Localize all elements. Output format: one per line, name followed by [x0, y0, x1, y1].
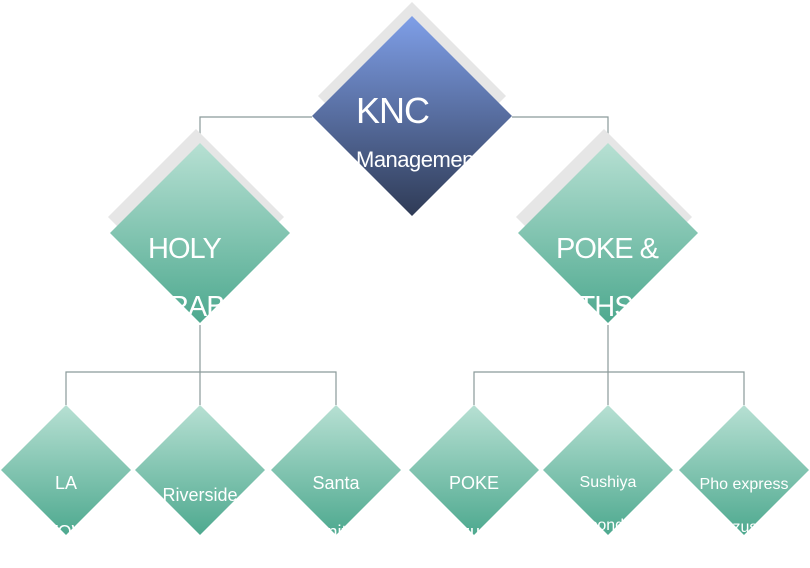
branch-label-line: OTHS — [556, 291, 634, 323]
connector-root-left — [199, 116, 312, 135]
leaf-label-line: Anita — [315, 521, 357, 542]
connector-right-bar — [473, 371, 745, 405]
leaf-label-pho-express-azusa: Pho express Azusa — [684, 452, 804, 560]
root-label-line-3: Inc — [356, 188, 384, 214]
leaf-label-santa-anita: Santa Anita — [276, 447, 396, 568]
branch-label-holy-crab: HOLY CRAB — [148, 206, 226, 351]
leaf-label-line: Pho express — [699, 475, 789, 493]
branch-label-poke-oths: POKE & OTHS — [556, 206, 659, 351]
branch-node-diamond — [518, 143, 698, 323]
leaf-nodes — [1, 405, 809, 535]
leaf-label-line: Santa — [312, 473, 360, 494]
connector-root-right — [512, 116, 609, 135]
leaf-label-line: Azusa — [448, 521, 500, 542]
leaf-diamond-la-ktown — [1, 405, 131, 535]
branch-label-line: POKE & — [556, 233, 659, 265]
leaf-label-line: POKE — [448, 473, 500, 494]
leaf-diamond-pho-express-azusa — [679, 405, 809, 535]
branch-node-poke-oths — [516, 129, 698, 323]
root-label-line-1: KNC — [356, 90, 430, 132]
branch-node-diamond — [110, 143, 290, 323]
leaf-label-poke-azusa: POKE Azusa — [414, 447, 534, 568]
leaf-label-line: Sushiya — [579, 473, 637, 491]
leaf-label-la-ktown: LA “K TOWN” — [6, 447, 126, 568]
leaf-label-line: LA — [54, 473, 78, 494]
connectors — [65, 116, 745, 405]
org-chart — [1, 2, 809, 535]
leaf-label-line: Riverside — [162, 485, 238, 506]
leaf-label-line: “K TOWN” — [24, 521, 108, 542]
connector-left-bar — [65, 371, 337, 405]
branch-node-holy-crab — [108, 129, 290, 323]
leaf-label-line: Azusa — [721, 518, 767, 536]
leaf-diamond-santa-anita — [271, 405, 401, 535]
root-node — [312, 2, 512, 216]
root-node-label: KNC Management Inc — [356, 75, 480, 231]
leaf-diamond-sushiya-escondido — [543, 405, 673, 535]
branch-label-line: CRAB — [148, 291, 226, 323]
root-node-diamond — [312, 16, 512, 216]
leaf-label-line: Escondido — [570, 516, 646, 534]
leaf-diamond-poke-azusa — [409, 405, 539, 535]
leaf-label-sushiya-escondido: Sushiya Escondido — [548, 450, 668, 558]
leaf-label-riverside: Riverside — [140, 459, 260, 532]
branch-label-line: HOLY — [148, 233, 222, 265]
root-label-line-2: Management — [356, 147, 480, 173]
leaf-diamond-riverside — [135, 405, 265, 535]
